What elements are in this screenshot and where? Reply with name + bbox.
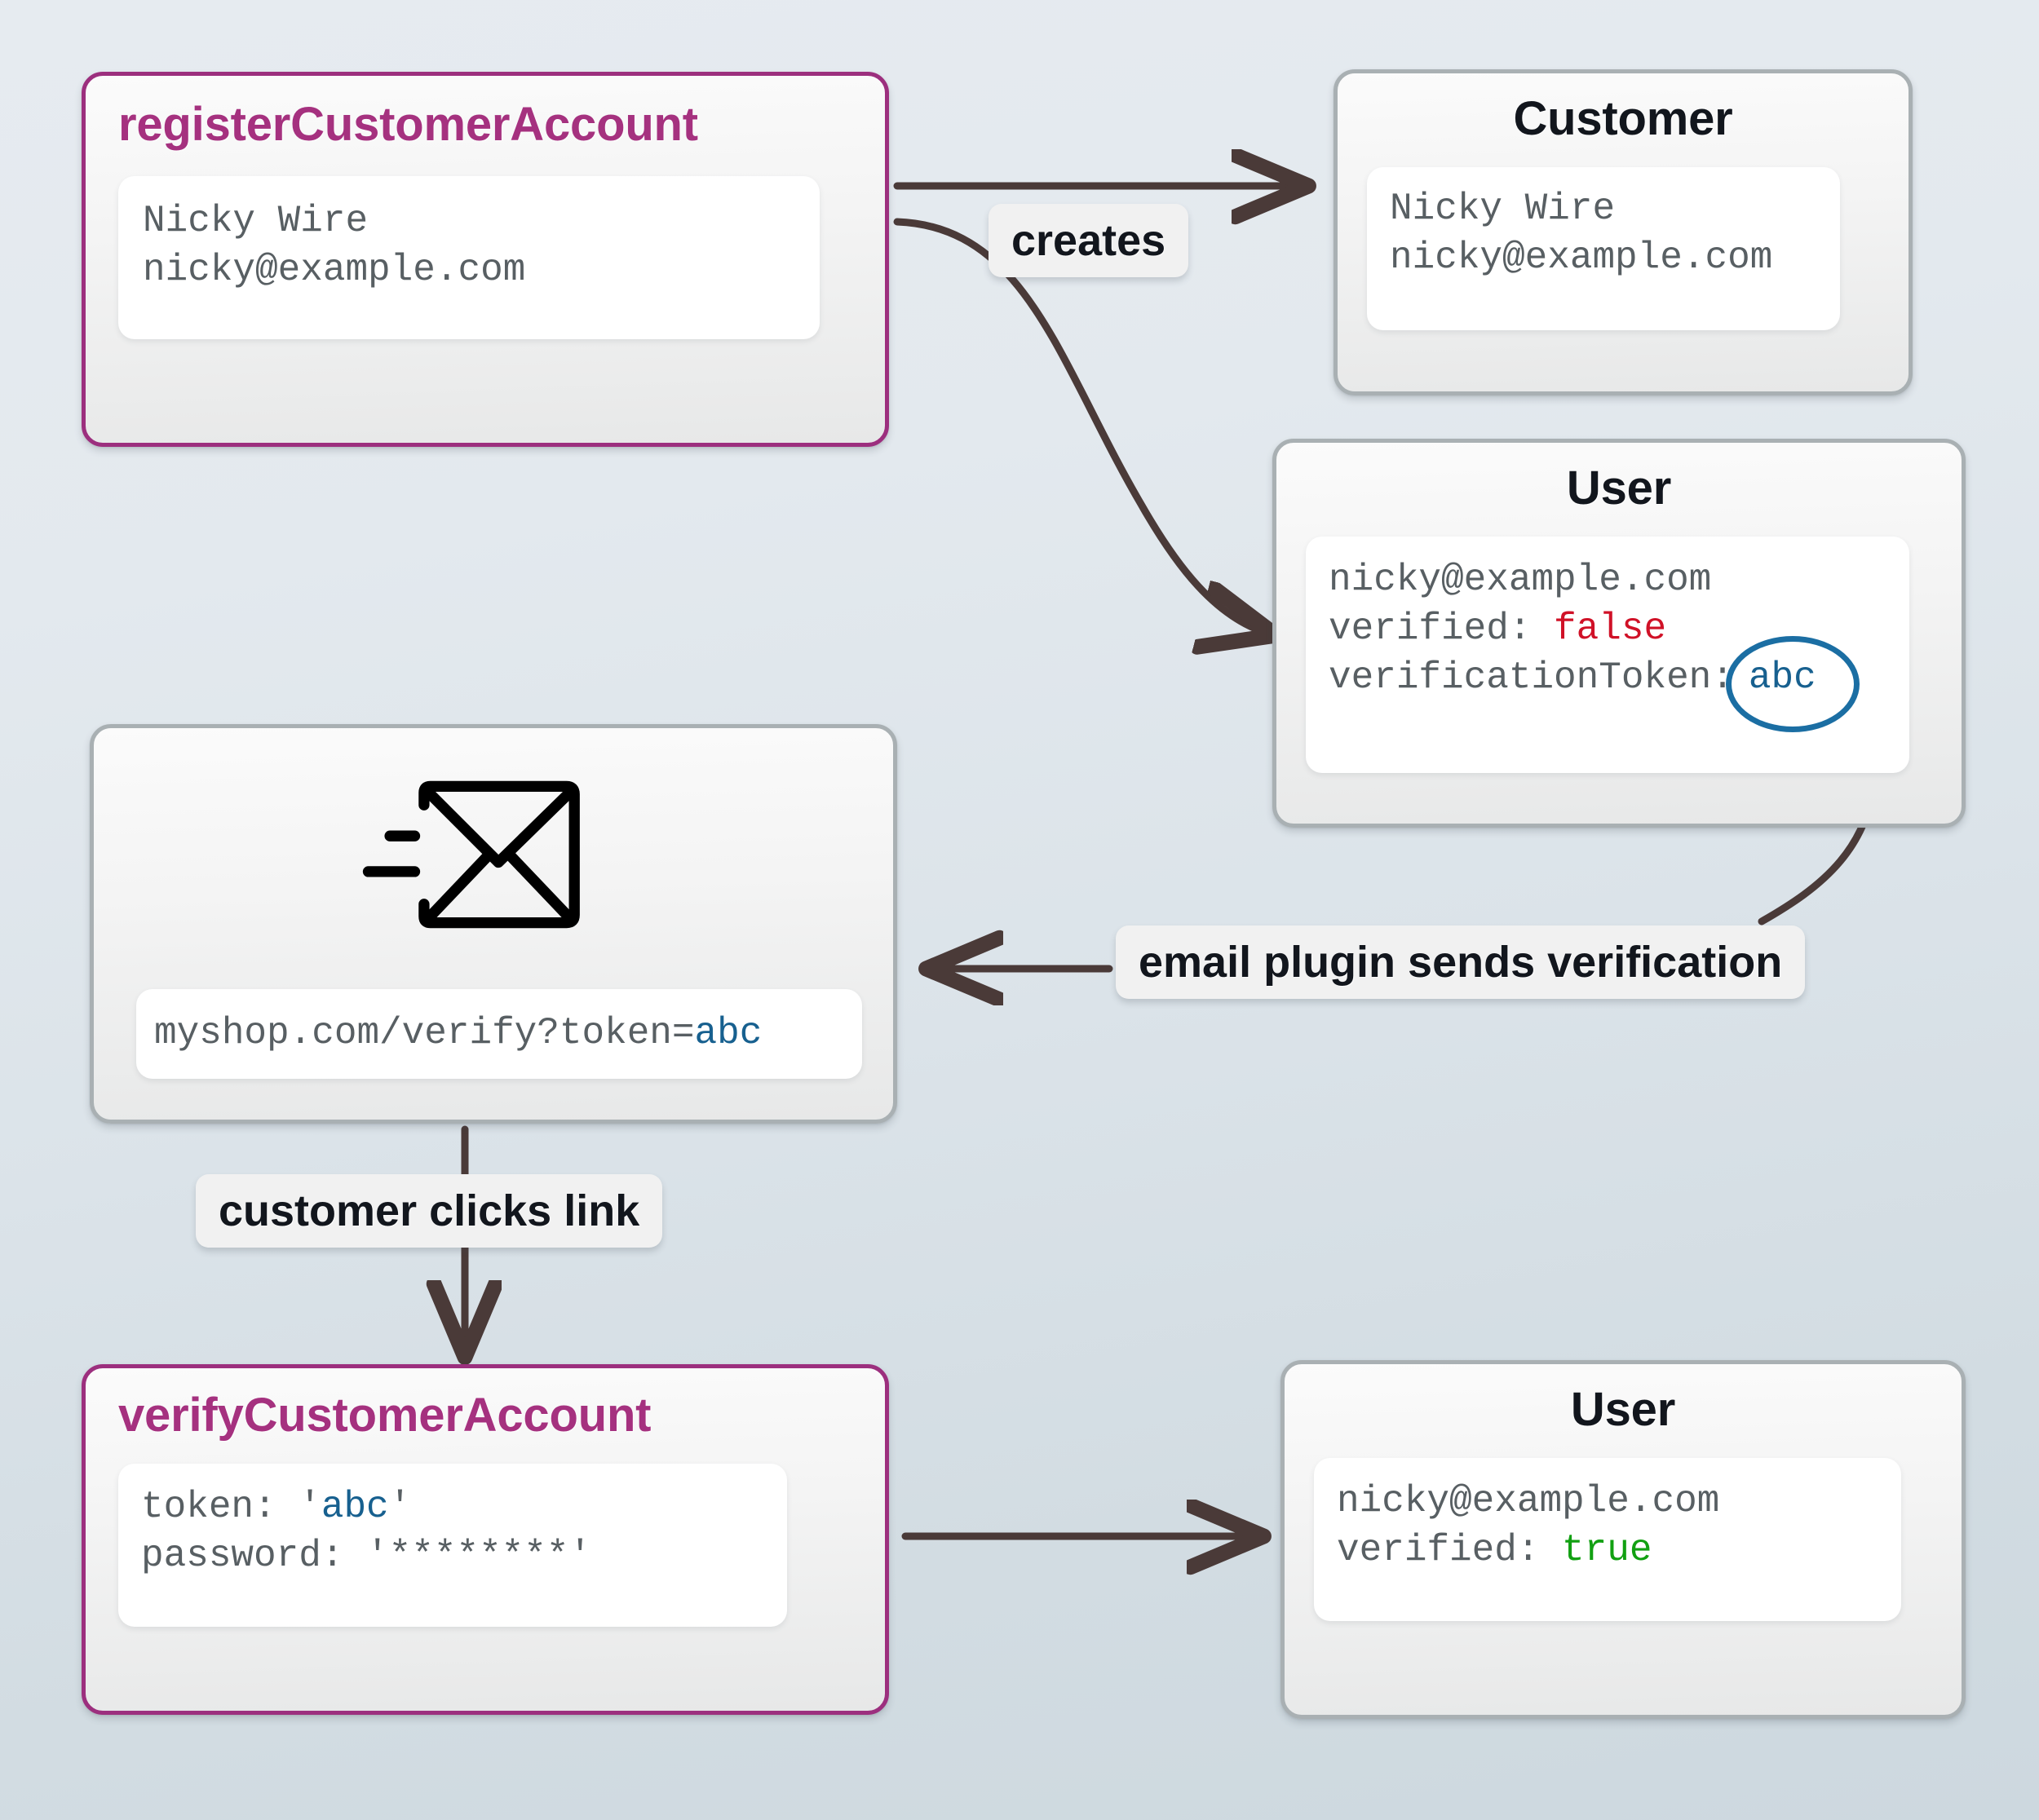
- node-register-customer-account[interactable]: registerCustomerAccount Nicky Wire nicky…: [82, 72, 889, 447]
- verified-value-false: false: [1554, 607, 1667, 650]
- verified-label: verified:: [1337, 1528, 1563, 1571]
- user-unverified-payload-panel: nicky@example.com verified: false verifi…: [1306, 537, 1909, 773]
- node-title-user-verified: User: [1570, 1383, 1676, 1436]
- node-title-customer: Customer: [1513, 92, 1733, 145]
- node-title-user-unverified: User: [1566, 462, 1672, 515]
- node-verify-customer-account[interactable]: verifyCustomerAccount token: 'abc' passw…: [82, 1364, 889, 1715]
- user-unverified-token-line: verificationToken: abc: [1329, 635, 1886, 732]
- edge-label-customer-clicks-link: customer clicks link: [196, 1174, 663, 1248]
- node-user-verified[interactable]: User nicky@example.com verified: true: [1280, 1360, 1966, 1719]
- verify-token-label: token:: [141, 1486, 299, 1528]
- verify-token-value: abc: [321, 1486, 389, 1528]
- verify-password-label: password:: [141, 1534, 367, 1577]
- user-verified-verified-line: verified: true: [1337, 1526, 1878, 1575]
- user-verified-payload-panel: nicky@example.com verified: true: [1314, 1458, 1901, 1621]
- token-value: abc: [1748, 656, 1816, 699]
- verified-value-true: true: [1562, 1528, 1652, 1571]
- verified-label: verified:: [1329, 607, 1555, 650]
- user-unverified-email-line: nicky@example.com: [1329, 559, 1712, 601]
- edge-register-to-user: [893, 218, 1272, 634]
- customer-email-line: nicky@example.com: [1390, 236, 1773, 279]
- user-verified-email-line: nicky@example.com: [1337, 1480, 1720, 1522]
- verify-token-line: token: 'abc': [141, 1483, 764, 1532]
- token-label: verificationToken:: [1329, 656, 1734, 699]
- verify-payload-panel: token: 'abc' password: '********': [118, 1464, 787, 1627]
- user-unverified-verified-line: verified: false: [1329, 605, 1886, 654]
- node-title-verify: verifyCustomerAccount: [118, 1389, 652, 1442]
- register-email-line: nicky@example.com: [143, 248, 526, 291]
- token-circle-annotation: abc: [1725, 635, 1860, 732]
- edge-label-creates: creates: [989, 204, 1189, 277]
- register-name-line: Nicky Wire: [143, 200, 369, 242]
- customer-payload-panel: Nicky Wire nicky@example.com: [1367, 167, 1840, 330]
- verify-token-quote-close: ': [388, 1486, 412, 1528]
- email-link-panel[interactable]: myshop.com/verify?token=abc: [136, 989, 862, 1079]
- node-verification-email[interactable]: myshop.com/verify?token=abc: [90, 724, 897, 1124]
- email-url-text: myshop.com/verify?token=abc: [154, 1009, 762, 1058]
- verify-password-line: password: '********': [141, 1532, 764, 1581]
- edge-label-email-plugin: email plugin sends verification: [1116, 925, 1806, 999]
- node-title-register: registerCustomerAccount: [118, 98, 698, 151]
- envelope-send-icon: [351, 777, 587, 932]
- verify-token-quote-open: ': [299, 1486, 321, 1528]
- email-url-prefix: myshop.com/verify?token=: [154, 1012, 695, 1055]
- node-customer[interactable]: Customer Nicky Wire nicky@example.com: [1334, 69, 1913, 395]
- register-payload-panel: Nicky Wire nicky@example.com: [118, 176, 820, 339]
- verify-password-value: '********': [366, 1534, 592, 1577]
- customer-name-line: Nicky Wire: [1390, 188, 1616, 230]
- email-url-token: abc: [694, 1012, 763, 1055]
- node-user-unverified[interactable]: User nicky@example.com verified: false v…: [1272, 439, 1966, 828]
